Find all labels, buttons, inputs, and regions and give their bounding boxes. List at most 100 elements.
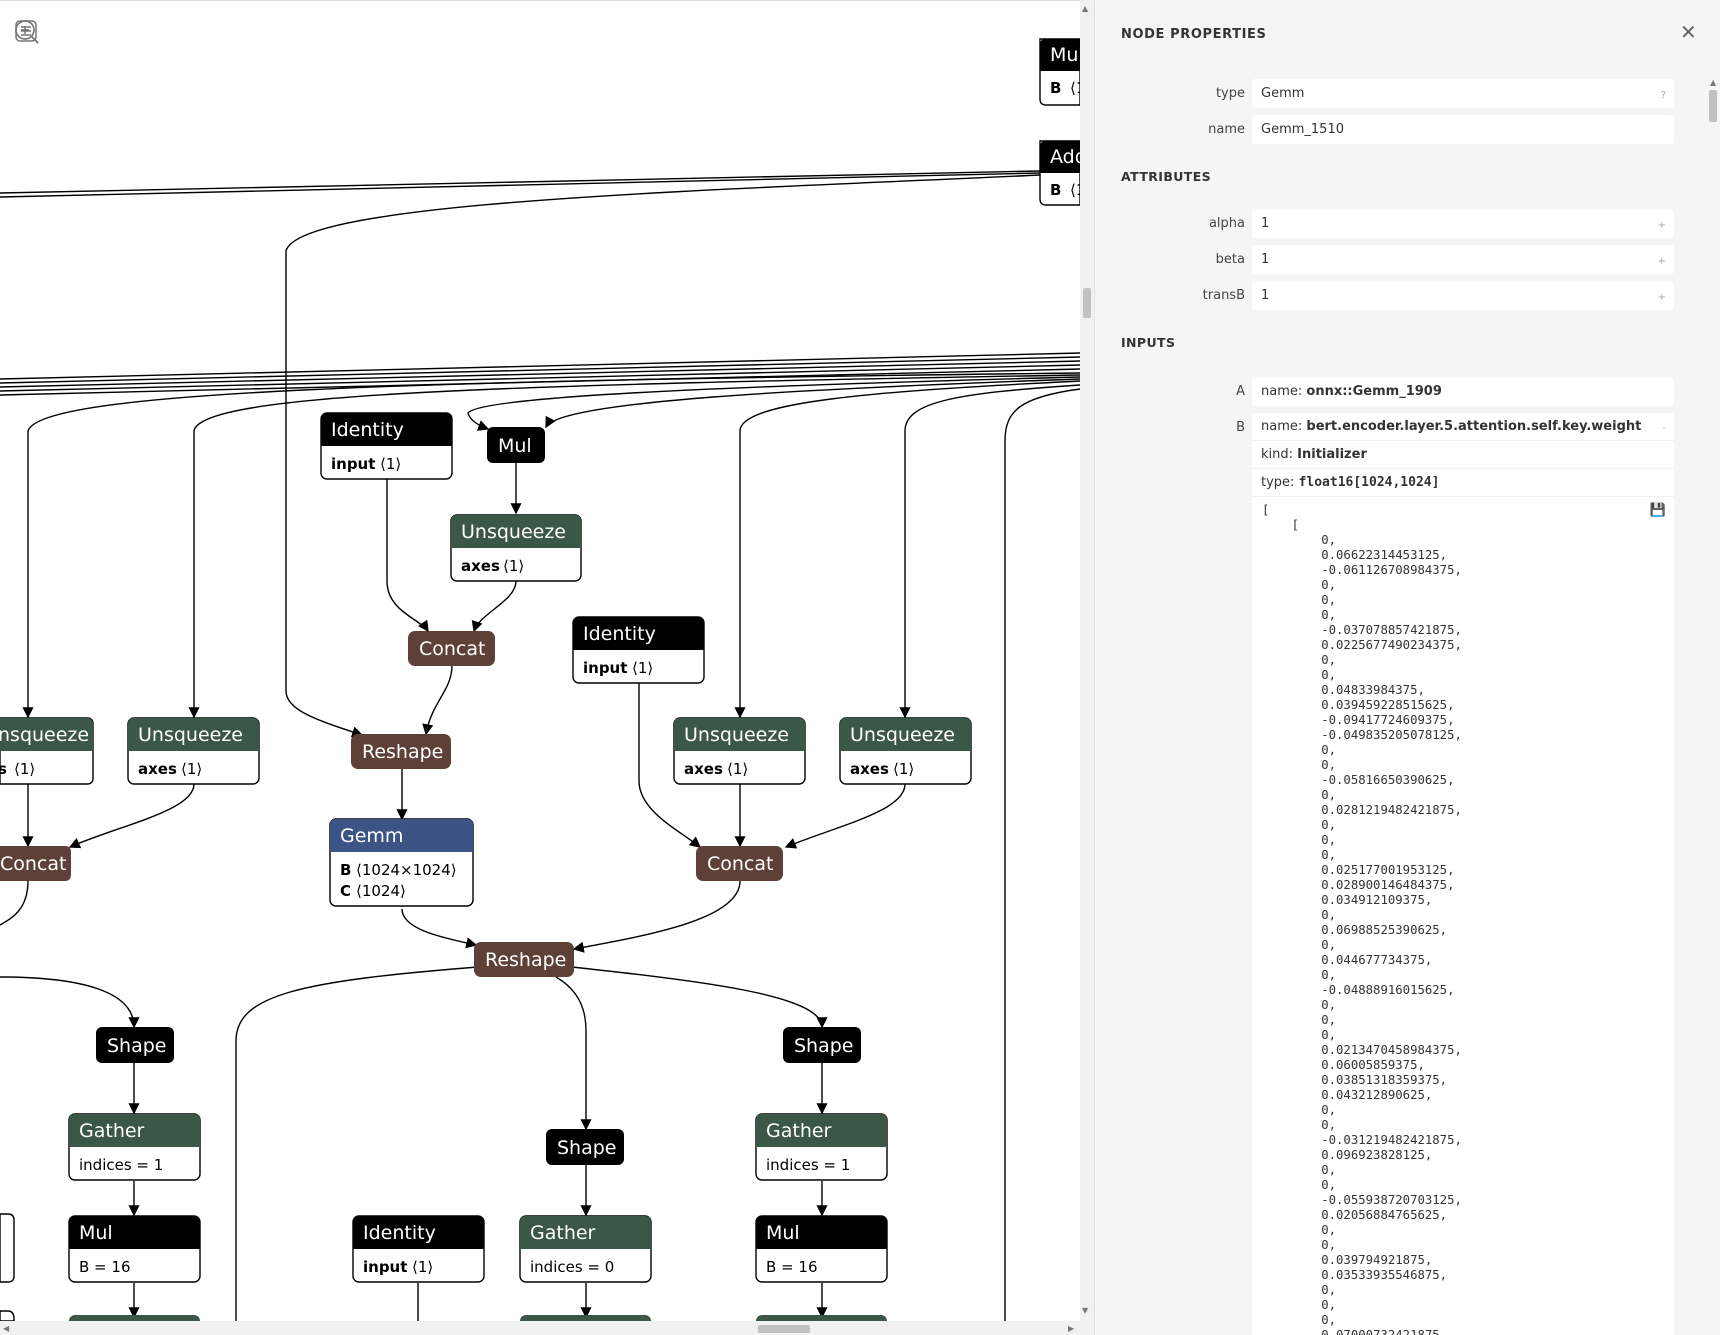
node-unsqueeze-1[interactable]: Unsqueeze axes ⟨1⟩ — [450, 514, 582, 582]
graph-svg[interactable]: Mul B ⟨1 Add B ⟨1 Identity input ⟨1⟩ Mul — [0, 1, 1080, 1321]
scrollbar-thumb[interactable] — [758, 1325, 810, 1333]
zoom-out-button[interactable] — [15, 19, 108, 45]
expand-icon[interactable]: + — [1657, 292, 1666, 303]
node-attr-key: axes — [684, 760, 723, 778]
node-attr-key: input — [583, 659, 627, 677]
edge — [0, 172, 1041, 198]
node-title: Add — [1050, 146, 1080, 168]
node-identity-2[interactable]: Identity input ⟨1⟩ — [572, 616, 705, 684]
node-reshape-1[interactable]: Reshape — [351, 734, 451, 769]
tensor-values: [ [ 0, 0.06622314453125, -0.061126708984… — [1262, 503, 1462, 1335]
node-title: Gather — [766, 1120, 832, 1142]
input-name-value: onnx::Gemm_1909 — [1306, 384, 1442, 399]
edge — [0, 360, 1080, 388]
node-title: Reshape — [362, 741, 443, 763]
node-attr-value: ⟨1⟩ — [380, 455, 401, 473]
node-attr-value: ⟨1⟩ — [893, 760, 914, 778]
node-concat-2[interactable]: Concat — [696, 846, 783, 881]
node-attr-key: C — [340, 882, 351, 900]
node-attr-key: axes — [461, 557, 500, 575]
node-attr-key: B — [340, 861, 351, 879]
input-b-field[interactable]: name: bert.encoder.layer.5.attention.sel… — [1252, 413, 1674, 1335]
save-icon[interactable]: 💾 — [1649, 503, 1666, 518]
node-mul-3[interactable]: Mul B = 16 — [755, 1215, 888, 1283]
attribute-label: alpha — [1208, 216, 1245, 231]
input-a-field[interactable]: name: onnx::Gemm_1909 — [1252, 377, 1674, 406]
attribute-field[interactable]: 1 + — [1252, 281, 1674, 310]
node-attr-key: axes — [850, 760, 889, 778]
node-shape-3[interactable]: Shape — [783, 1027, 861, 1063]
node-unsqueeze-3[interactable]: Unsqueeze axes ⟨1⟩ — [673, 717, 806, 785]
node-mul-top[interactable]: Mul B ⟨1 — [1039, 38, 1080, 106]
node-gather-2[interactable]: Gather indices = 1 — [755, 1113, 888, 1181]
name-value: Gemm_1510 — [1261, 122, 1344, 137]
node-title: Mul — [1050, 44, 1080, 66]
node-concat-left[interactable]: Concat — [0, 846, 71, 881]
graph-canvas[interactable]: Mul B ⟨1 Add B ⟨1 Identity input ⟨1⟩ Mul — [0, 0, 1080, 1335]
scrollbar-thumb[interactable] — [1709, 90, 1717, 122]
node-title: Shape — [107, 1035, 167, 1057]
attribute-field[interactable]: 1 + — [1252, 209, 1674, 238]
node-identity-1[interactable]: Identity input ⟨1⟩ — [320, 412, 453, 480]
node-shape-2[interactable]: Shape — [546, 1129, 624, 1165]
type-field[interactable]: Gemm ? — [1252, 79, 1674, 108]
vertical-scrollbar[interactable]: ▲ ▼ — [1080, 0, 1094, 1335]
name-label: name — [1208, 122, 1245, 137]
scroll-left-icon[interactable]: ◀ — [3, 1324, 10, 1333]
node-title: Gemm — [340, 825, 403, 847]
node-concat-1[interactable]: Concat — [408, 631, 495, 666]
node-partial[interactable] — [69, 1315, 200, 1321]
node-partial[interactable] — [756, 1315, 887, 1321]
expand-icon[interactable]: + — [1657, 220, 1666, 231]
node-mul-2[interactable]: Mul B = 16 — [68, 1215, 201, 1283]
zoom-in-button[interactable] — [15, 19, 74, 45]
input-name-key: name: — [1261, 419, 1303, 434]
node-attr-value: ⟨1⟩ — [412, 1258, 433, 1276]
node-shape-1[interactable]: Shape — [96, 1027, 174, 1063]
node-mul-1[interactable]: Mul — [487, 427, 545, 463]
input-kind-key: kind: — [1261, 447, 1294, 462]
node-attr: B = 16 — [79, 1258, 130, 1276]
tensor-view[interactable]: 💾 [ [ 0, 0.06622314453125, -0.0611267089… — [1252, 497, 1674, 1335]
node-gather-1[interactable]: Gather indices = 1 — [68, 1113, 201, 1181]
node-unsqueeze-4[interactable]: Unsqueeze axes ⟨1⟩ — [839, 717, 972, 785]
attribute-label: beta — [1215, 252, 1245, 267]
node-unsqueeze-left[interactable]: nsqueeze s ⟨1⟩ — [0, 717, 94, 785]
input-b-type-row: type: float16[1024,1024] — [1252, 469, 1674, 497]
node-partial[interactable] — [0, 1310, 15, 1321]
edge — [0, 976, 140, 1029]
node-add-top[interactable]: Add B ⟨1 — [1039, 140, 1080, 206]
horizontal-scrollbar[interactable]: ◀ ▶ — [0, 1321, 1080, 1335]
graph-toolbar — [14, 19, 108, 45]
help-icon[interactable]: ? — [1660, 90, 1666, 101]
scroll-up-icon[interactable]: ▲ — [1710, 78, 1717, 87]
node-partial[interactable] — [520, 1315, 651, 1321]
edge — [422, 664, 453, 736]
node-title: nsqueeze — [0, 724, 89, 746]
scroll-right-icon[interactable]: ▶ — [1068, 1324, 1075, 1333]
scrollbar-thumb[interactable] — [1083, 288, 1091, 318]
node-title: Mul — [79, 1222, 113, 1244]
node-gather-3[interactable]: Gather indices = 0 — [519, 1215, 652, 1283]
node-title: Mul — [498, 435, 532, 457]
edge — [471, 580, 517, 633]
expand-icon[interactable]: + — [1657, 256, 1666, 267]
node-identity-3[interactable]: Identity input ⟨1⟩ — [352, 1215, 485, 1283]
node-gemm[interactable]: Gemm B ⟨1024×1024⟩ C ⟨1024⟩ — [329, 818, 474, 907]
node-title: Unsqueeze — [850, 724, 955, 746]
close-icon[interactable]: ✕ — [1680, 20, 1697, 44]
input-b-kind-row: kind: Initializer — [1252, 441, 1674, 469]
attribute-field[interactable]: 1 + — [1252, 245, 1674, 274]
scroll-up-icon[interactable]: ▲ — [1082, 4, 1089, 13]
node-unsqueeze-2[interactable]: Unsqueeze axes ⟨1⟩ — [127, 717, 260, 785]
node-partial[interactable] — [0, 1213, 15, 1283]
node-title: Unsqueeze — [138, 724, 243, 746]
node-attr: B = 16 — [766, 1258, 817, 1276]
collapse-icon[interactable]: - — [1662, 423, 1666, 434]
input-name-key: name: — [1261, 384, 1303, 399]
scroll-down-icon[interactable]: ▼ — [1082, 1306, 1089, 1315]
sidebar-scrollbar[interactable]: ▲ — [1706, 78, 1720, 1335]
name-field[interactable]: Gemm_1510 — [1252, 115, 1674, 144]
node-reshape-2[interactable]: Reshape — [474, 942, 574, 977]
edge — [571, 966, 828, 1029]
